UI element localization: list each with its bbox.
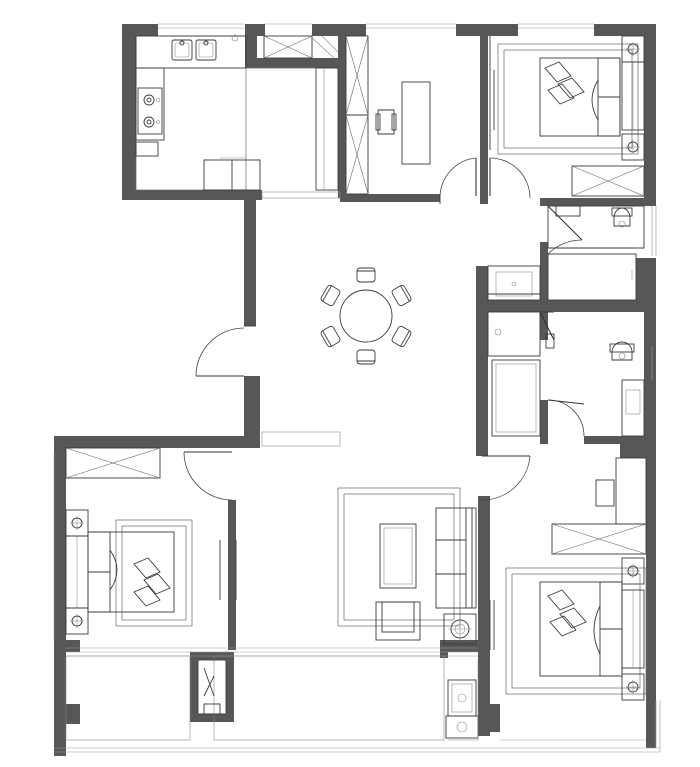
bathroom-1	[487, 205, 645, 301]
master-bedroom	[489, 35, 645, 199]
study	[345, 35, 477, 204]
entry-door	[195, 325, 256, 377]
bedroom-2	[65, 447, 237, 635]
bedroom-3	[481, 455, 647, 701]
kitchen	[135, 34, 339, 191]
bathroom-2	[487, 311, 645, 437]
balcony	[197, 659, 479, 741]
living-room	[337, 487, 477, 645]
dining-table	[339, 289, 393, 343]
dining-chairs	[320, 267, 412, 365]
outlines	[53, 23, 661, 753]
walls	[54, 24, 656, 756]
